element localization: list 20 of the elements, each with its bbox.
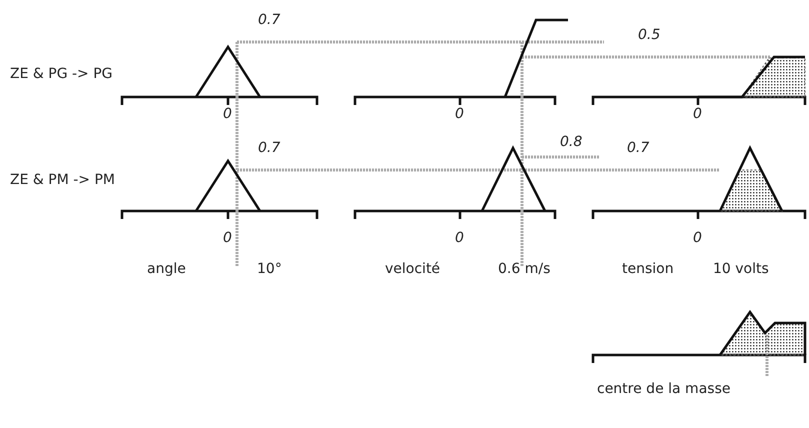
- axis-zero: 0: [693, 230, 702, 246]
- axis-zero: 0: [455, 106, 464, 122]
- rule-label: ZE & PM -> PM: [10, 172, 115, 188]
- membership-value: 0.5: [638, 27, 660, 43]
- axis-zero: 0: [693, 106, 702, 122]
- axis-value: 0.6 m/s: [498, 261, 550, 277]
- axis-label: angle: [147, 261, 186, 277]
- output-label: centre de la masse: [597, 381, 730, 397]
- rule-label: ZE & PG -> PG: [10, 66, 113, 82]
- axis-value: 10 volts: [713, 261, 769, 277]
- membership-value: 0.7: [258, 12, 280, 28]
- axis-zero: 0: [223, 106, 232, 122]
- membership-value: 0.7: [258, 140, 280, 156]
- membership-value: 0.8: [560, 134, 582, 150]
- membership-value: 0.7: [627, 140, 650, 156]
- axis-zero: 0: [223, 230, 232, 246]
- axis-zero: 0: [455, 230, 464, 246]
- axis-label: tension: [622, 261, 674, 277]
- axis-label: velocité: [385, 261, 440, 277]
- axis-value: 10°: [257, 261, 282, 277]
